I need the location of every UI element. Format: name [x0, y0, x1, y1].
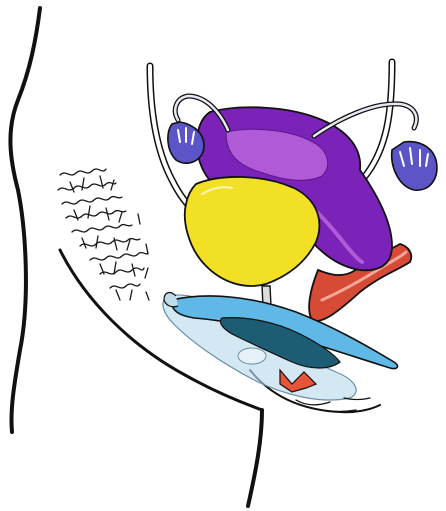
bladder [185, 177, 320, 286]
vaginal-canal [163, 293, 398, 400]
vaginal-opening [238, 348, 266, 364]
body-contour [10, 8, 380, 506]
pubic-hair [58, 169, 149, 300]
back-contour [10, 8, 40, 432]
leg-contour [248, 410, 262, 506]
right-ovary-fimbriae [392, 142, 437, 191]
